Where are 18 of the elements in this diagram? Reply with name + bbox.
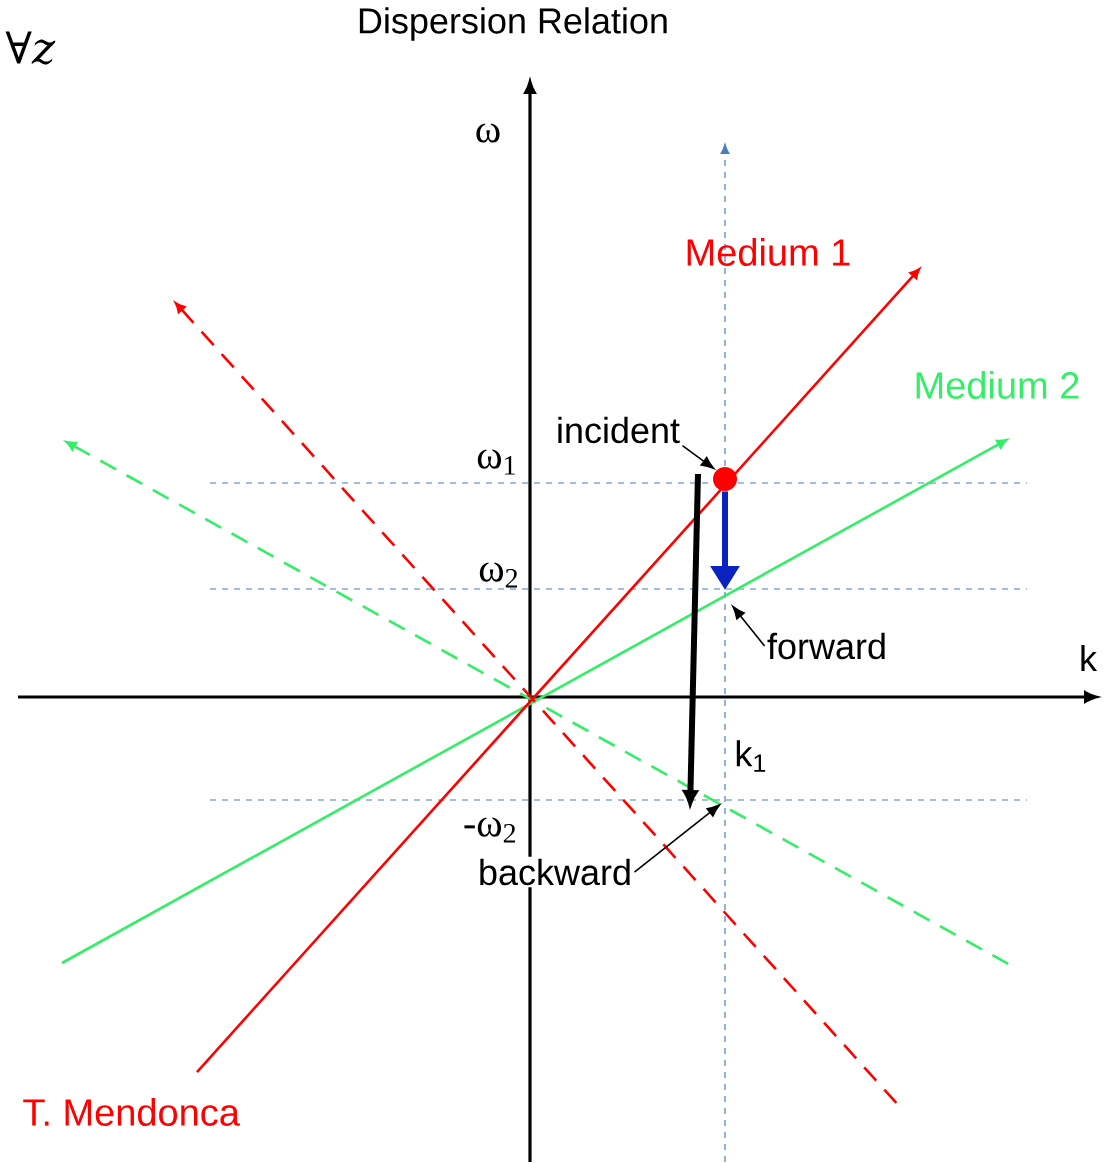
series-label: Medium 1 [687, 238, 850, 266]
tick-label: ω$_{2}$ [479, 562, 518, 588]
axis-label: ω [476, 123, 500, 143]
leader-line [732, 605, 766, 647]
tick-label: k$_{1}$ [736, 740, 766, 772]
title: Dispersion Relation [359, 7, 667, 41]
leader-line [633, 804, 721, 873]
callout-label: backward [475, 856, 635, 888]
incident-dot [713, 467, 737, 491]
symbol-label: ∀z [5, 31, 56, 65]
leader-line [681, 444, 715, 470]
tick-label: -ω$_{2}$ [464, 817, 516, 843]
series-label: Medium 2 [916, 371, 1079, 399]
callout-label: forward [765, 630, 889, 662]
callout-label: incident [553, 414, 683, 446]
axis-label: k [1081, 644, 1098, 672]
author-label: T. Mendonca [23, 1098, 240, 1126]
tick-label: ω$_{1}$ [477, 449, 515, 475]
